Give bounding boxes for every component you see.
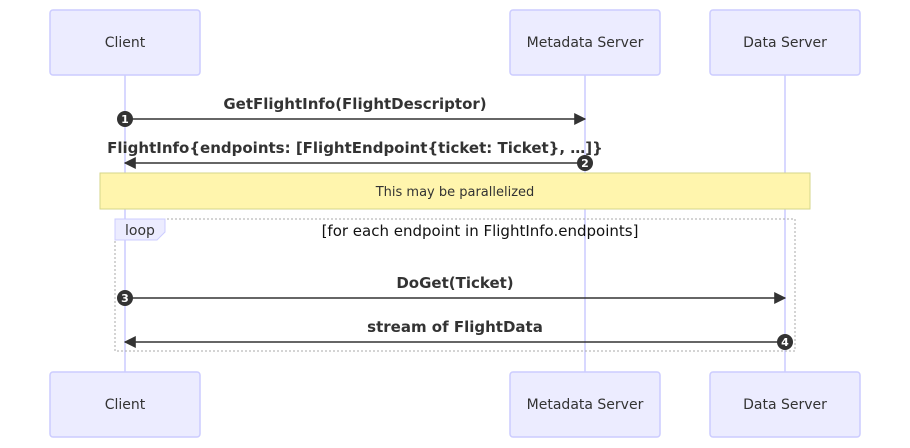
- message-3-label: DoGet(Ticket): [396, 274, 513, 292]
- actor-bottom-metadata-server-label: Metadata Server: [527, 397, 644, 413]
- sequence-number-3-badge: [117, 290, 133, 306]
- loop-condition: [for each endpoint in FlightInfo.endpoin…: [322, 222, 639, 240]
- sequence-number-4: 4: [781, 336, 789, 349]
- actor-bottom-metadata-server: Metadata Server: [509, 371, 661, 438]
- sequence-number-4-badge: [777, 334, 793, 350]
- sequence-number-2: 2: [581, 157, 589, 170]
- message-2-label: FlightInfo{endpoints: [FlightEndpoint{ti…: [107, 139, 603, 157]
- actor-top-client: Client: [49, 9, 201, 76]
- actor-bottom-client-label: Client: [105, 397, 146, 413]
- message-4-label: stream of FlightData: [367, 318, 543, 336]
- actor-top-data-server: Data Server: [709, 9, 861, 76]
- sequence-number-1: 1: [121, 113, 129, 126]
- note-text: This may be parallelized: [375, 185, 535, 200]
- message-4: stream of FlightData 4: [123, 318, 793, 350]
- message-1: GetFlightInfo(FlightDescriptor) 1: [117, 95, 587, 127]
- actor-bottom-client: Client: [49, 371, 201, 438]
- actor-top-metadata-server: Metadata Server: [509, 9, 661, 76]
- actor-top-metadata-server-label: Metadata Server: [527, 35, 644, 51]
- message-1-label: GetFlightInfo(FlightDescriptor): [223, 95, 486, 113]
- note: This may be parallelized: [99, 172, 811, 210]
- message-3: DoGet(Ticket) 3: [117, 274, 787, 306]
- actor-top-client-label: Client: [105, 35, 146, 51]
- loop-label: loop: [125, 223, 155, 239]
- sequence-number-2-badge: [577, 155, 593, 171]
- message-2: FlightInfo{endpoints: [FlightEndpoint{ti…: [107, 139, 603, 171]
- actor-bottom-data-server-label: Data Server: [743, 397, 827, 413]
- loop-label-tab: [114, 218, 166, 241]
- sequence-number-1-badge: [117, 111, 133, 127]
- sequence-number-3: 3: [121, 292, 129, 305]
- actor-bottom-data-server: Data Server: [709, 371, 861, 438]
- loop-frame: loop [for each endpoint in FlightInfo.en…: [114, 218, 796, 352]
- actor-top-data-server-label: Data Server: [743, 35, 827, 51]
